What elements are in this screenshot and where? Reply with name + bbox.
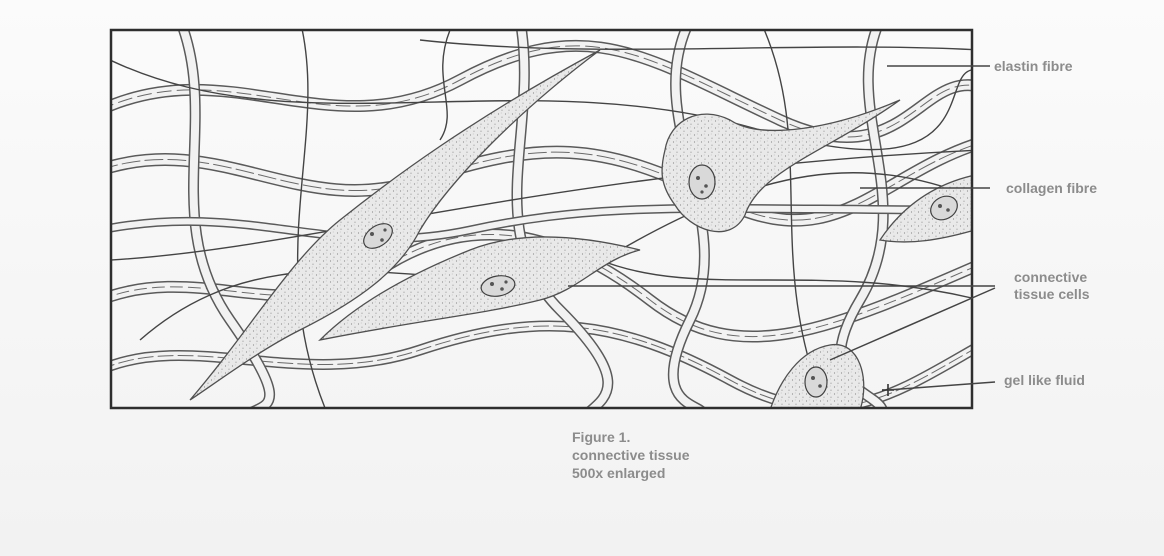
nucleus bbox=[805, 367, 827, 397]
label-elastin-fibre: elastin fibre bbox=[994, 58, 1073, 75]
caption-figure-number: Figure 1. bbox=[572, 428, 690, 446]
caption-magnification: 500x enlarged bbox=[572, 464, 690, 482]
figure-caption: Figure 1. connective tissue 500x enlarge… bbox=[572, 428, 690, 482]
nucleus bbox=[689, 165, 715, 199]
caption-title: connective tissue bbox=[572, 446, 690, 464]
label-connective-line2: tissue cells bbox=[1014, 286, 1090, 303]
label-connective-tissue-cells: connective tissue cells bbox=[1014, 269, 1090, 303]
collagen-fibre-bundle bbox=[100, 208, 990, 238]
label-collagen-fibre: collagen fibre bbox=[1006, 180, 1097, 197]
tissue-field bbox=[100, 20, 990, 420]
label-gel-like-fluid: gel like fluid bbox=[1004, 372, 1085, 389]
label-connective-line1: connective bbox=[1014, 269, 1090, 286]
